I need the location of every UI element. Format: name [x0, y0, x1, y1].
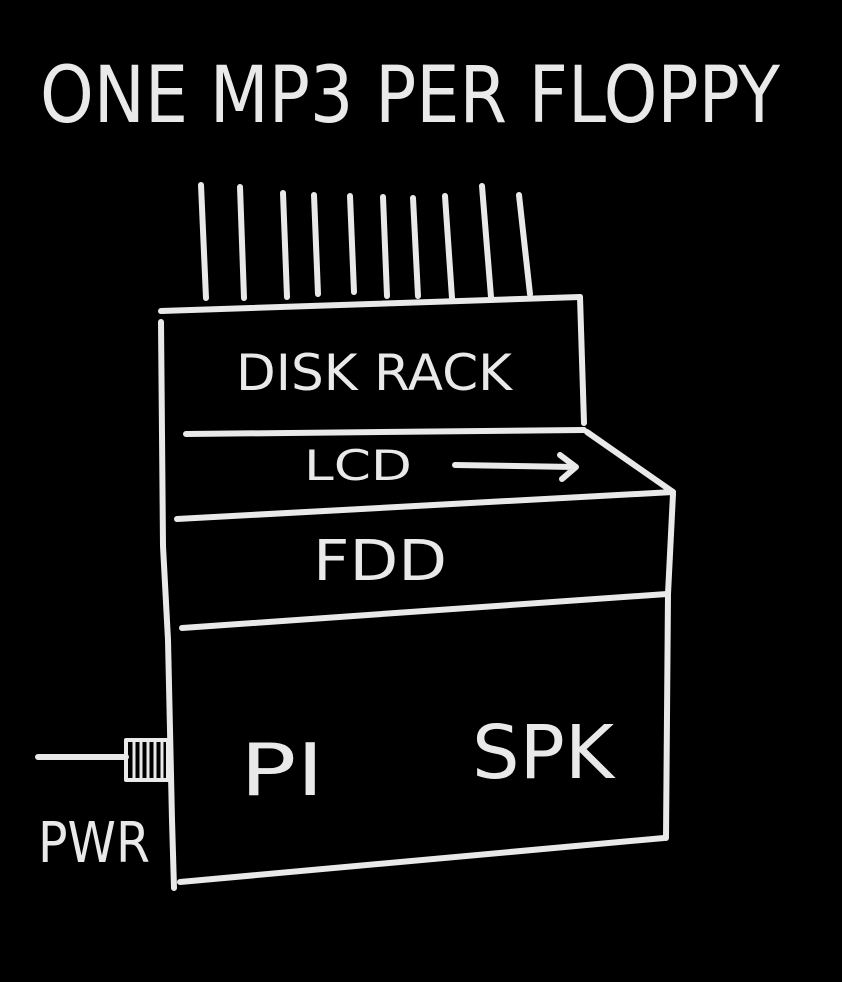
floppy-disk [442, 193, 455, 301]
power-connection: PWR [35, 738, 170, 876]
floppy-disk [237, 184, 247, 301]
disk-rack-top-edge [158, 294, 583, 314]
enclosure-left-edge [158, 319, 177, 891]
floppy-disk [347, 193, 357, 295]
fdd-top-divider [174, 489, 676, 522]
enclosure-right-edge [663, 491, 676, 841]
base-top-divider [179, 591, 670, 631]
disk-rack-section: DISK RACK [158, 294, 587, 426]
floppy-disk [198, 182, 209, 301]
floppy-disk [410, 195, 421, 299]
floppy-disk [516, 192, 533, 297]
lcd-label: LCD [304, 441, 412, 490]
disk-rack-label: DISK RACK [236, 344, 513, 402]
pi-label: PI [240, 728, 324, 812]
power-connector-icon [124, 738, 170, 782]
power-label: PWR [38, 811, 150, 876]
sketch-title: ONE MP3 PER FLOPPY [40, 51, 780, 141]
disk-rack-right-edge [577, 294, 587, 426]
floppy-disk [479, 183, 494, 300]
fdd-label: FDD [313, 529, 447, 594]
fdd-section: FDD [174, 489, 676, 841]
lcd-slope-edge [584, 429, 676, 495]
enclosure-bottom-edge [177, 835, 667, 885]
floppy-disk [380, 194, 390, 299]
lcd-arrow-icon [452, 452, 579, 482]
floppy-disks [198, 182, 533, 301]
base-section: PI SPK [177, 591, 670, 885]
speaker-label: SPK [472, 710, 617, 796]
lcd-section: LCD [183, 427, 676, 495]
lcd-top-divider [183, 427, 587, 437]
floppy-disk [311, 192, 321, 297]
floppy-disk [280, 190, 290, 300]
